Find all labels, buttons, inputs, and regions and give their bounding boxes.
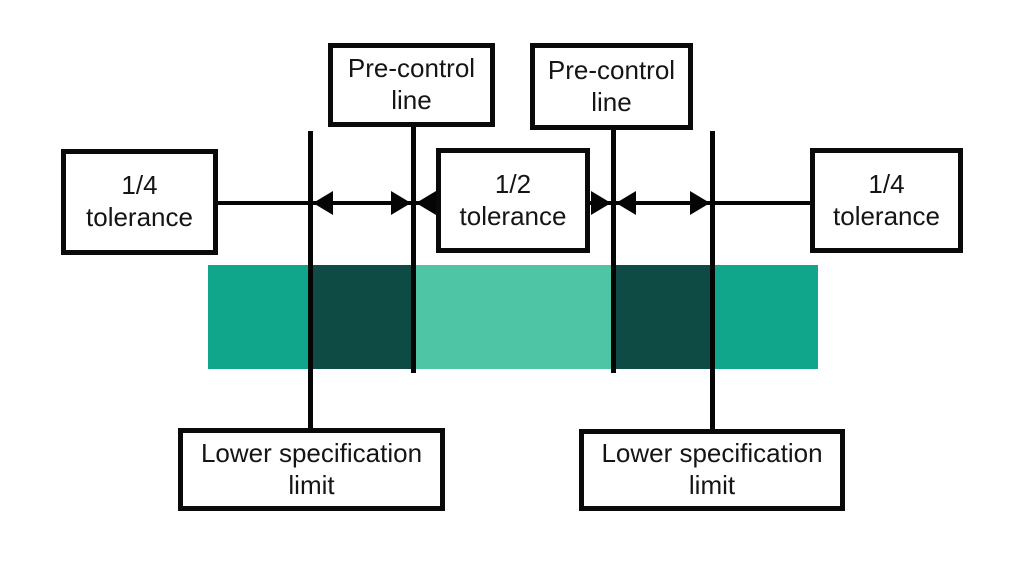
half-tolerance-arrow-left [416, 191, 436, 215]
connector-quarter-left [218, 201, 310, 205]
span-arrow-right [616, 191, 710, 215]
half-tolerance-label: 1/2 tolerance [436, 148, 590, 253]
lower-spec-limit-label-left: Lower specification limit [178, 428, 445, 511]
arrowhead-left-icon [416, 191, 436, 215]
quarter-tolerance-label-right: 1/4 tolerance [810, 148, 963, 253]
pre-control-line-label-left: Pre-control line [328, 43, 495, 127]
caution-zone-right [613, 265, 712, 369]
pre-control-line-label-right: Pre-control line [530, 43, 693, 130]
quarter-tolerance-zone-right [712, 265, 818, 369]
quarter-tolerance-label-left: 1/4 tolerance [61, 149, 218, 255]
half-tolerance-arrow-right [590, 191, 611, 215]
pre-control-line-right [611, 130, 616, 373]
lower-spec-limit-label-right: Lower specification limit [579, 429, 845, 511]
arrowhead-left-icon [313, 191, 333, 215]
quarter-tolerance-zone-left [208, 265, 310, 369]
span-arrow-left [313, 191, 411, 215]
arrowhead-left-icon [616, 191, 636, 215]
arrowhead-right-icon [391, 191, 411, 215]
arrow-shaft [313, 201, 411, 205]
target-zone-center [413, 265, 613, 369]
connector-quarter-right [715, 201, 810, 205]
caution-zone-left [310, 265, 413, 369]
lower-spec-limit-line-right [710, 131, 715, 429]
arrow-shaft [616, 201, 710, 205]
arrowhead-right-icon [690, 191, 710, 215]
pre-control-line-left [411, 127, 416, 373]
tolerance-bar [208, 265, 818, 369]
arrowhead-right-icon [591, 191, 611, 215]
lower-spec-limit-line-left [308, 131, 313, 428]
